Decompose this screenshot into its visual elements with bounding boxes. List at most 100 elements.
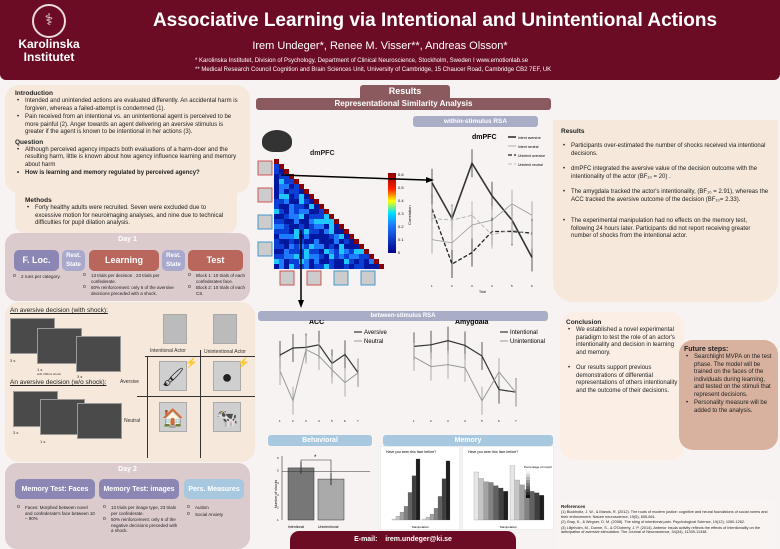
heatmap-cell — [279, 189, 284, 194]
heatmap-cell — [364, 264, 369, 269]
bar — [488, 482, 494, 521]
stimulus-thumbnail — [306, 270, 322, 286]
bar — [411, 475, 417, 521]
heatmap-cell — [279, 239, 284, 244]
colorbar-tick: 0.2 — [398, 224, 404, 229]
heatmap-cell — [309, 224, 314, 229]
cow-stimulus-icon: 🐄 — [213, 402, 241, 432]
x-axis-label: Manipulation — [500, 525, 517, 529]
email-link[interactable]: irem.undeger@ki.se — [385, 536, 452, 543]
methods-panel: Methods Forty healthy adults were recrui… — [15, 193, 237, 233]
stimulus-thumbnail — [333, 270, 349, 286]
heatmap-cell — [339, 249, 344, 254]
heatmap-cell — [304, 249, 309, 254]
heatmap-cell — [309, 219, 314, 224]
note: Block 2: 10 trials of each CS. — [186, 285, 249, 296]
x-tick-label: 4 — [318, 419, 320, 423]
with-shock-label: An aversive decision (with shock): — [10, 307, 108, 314]
heatmap-cell — [349, 244, 354, 249]
heatmap-cell — [279, 204, 284, 209]
tile-memory-images: Memory Test: images — [99, 479, 179, 499]
legend-swatch — [526, 486, 530, 489]
heatmap-cell — [314, 244, 319, 249]
heatmap-cell — [289, 204, 294, 209]
heatmap-cell — [274, 254, 279, 259]
heatmap-cell — [314, 199, 319, 204]
legend-swatch — [526, 489, 530, 492]
heatmap-cell — [284, 239, 289, 244]
bar — [399, 512, 405, 521]
heatmap-cell — [289, 209, 294, 214]
bar — [441, 478, 447, 521]
heatmap-cell — [289, 229, 294, 234]
heatmap-cell — [289, 189, 294, 194]
heatmap-cell — [294, 244, 299, 249]
heatmap-cell — [284, 254, 289, 259]
heatmap-cell — [289, 194, 294, 199]
x-tick-label: Intentional — [288, 525, 304, 529]
heatmap-cell — [299, 254, 304, 259]
heatmap-cell — [314, 204, 319, 209]
legend-swatch — [526, 480, 530, 483]
bar — [425, 516, 431, 521]
heatmap-cell — [379, 264, 384, 269]
x-tick-label: 4 — [491, 284, 493, 288]
heatmap-cell — [344, 229, 349, 234]
x-tick-label: 7 — [515, 419, 517, 423]
intro-heading: Introduction — [15, 90, 53, 97]
heatmap-cell — [324, 229, 329, 234]
y-tick-label: 2 — [277, 506, 279, 510]
heatmap-cell — [279, 214, 284, 219]
legend-label: Intentional — [510, 330, 538, 336]
heatmap-cell — [324, 209, 329, 214]
heatmap-cell — [309, 199, 314, 204]
karolinska-logo: ⚕ Karolinska Institutet — [6, 4, 92, 76]
heatmap-cell — [349, 254, 354, 259]
colorbar-tick: 0.1 — [398, 237, 404, 242]
x-tick-label: 3 — [471, 284, 473, 288]
heatmap-cell — [329, 259, 334, 264]
column-label: Intentional Actor — [150, 348, 186, 354]
heatmap-cell — [309, 239, 314, 244]
heatmap-cell — [339, 234, 344, 239]
heatmap-cell — [304, 204, 309, 209]
heatmap-cell — [309, 214, 314, 219]
heatmap-cell — [279, 254, 284, 259]
conclusion-item: Our results support previous demonstrati… — [566, 365, 678, 395]
series-line — [431, 214, 533, 236]
future-steps-panel: Future steps: Searchlight MVPA on the te… — [679, 340, 778, 450]
legend-swatch — [526, 477, 530, 480]
heatmap-cell — [284, 189, 289, 194]
legend-swatch — [526, 492, 530, 495]
note: 13 trials per decision , 23 trials per c… — [81, 273, 185, 284]
heatmap-cell — [299, 214, 304, 219]
heatmap-cell — [329, 244, 334, 249]
bar — [287, 467, 315, 521]
time-label: 3 s — [10, 358, 16, 363]
bar — [445, 460, 451, 521]
heatmap-cell — [274, 264, 279, 269]
affiliation: ** Medical Research Council Cognition an… — [195, 67, 552, 73]
heatmap-cell — [309, 244, 314, 249]
note: 50% reinforcement: only 6 of the negativ… — [101, 517, 181, 534]
bar — [415, 458, 421, 521]
heatmap-cell — [319, 224, 324, 229]
heatmap-cell — [304, 239, 309, 244]
series-line — [431, 203, 533, 244]
bar — [498, 487, 504, 521]
heatmap-cell — [349, 239, 354, 244]
x-tick-label: 1 — [431, 284, 433, 288]
column-label: Unintentional Actor — [204, 349, 246, 355]
x-tick-label: 5 — [331, 419, 333, 423]
tile-floc: F. Loc. — [14, 250, 59, 271]
legend-swatch — [526, 474, 530, 477]
bar — [509, 465, 515, 521]
heatmap-cell — [279, 169, 284, 174]
heatmap-cell — [289, 174, 294, 179]
poster-title: Associative Learning via Intentional and… — [152, 10, 718, 31]
day2-panel: Day 2 Memory Test: Faces Memory Test: im… — [5, 463, 250, 549]
heatmap-cell — [304, 224, 309, 229]
results-item: The experimental manipulation had no eff… — [561, 218, 770, 241]
heatmap-cell — [314, 264, 319, 269]
